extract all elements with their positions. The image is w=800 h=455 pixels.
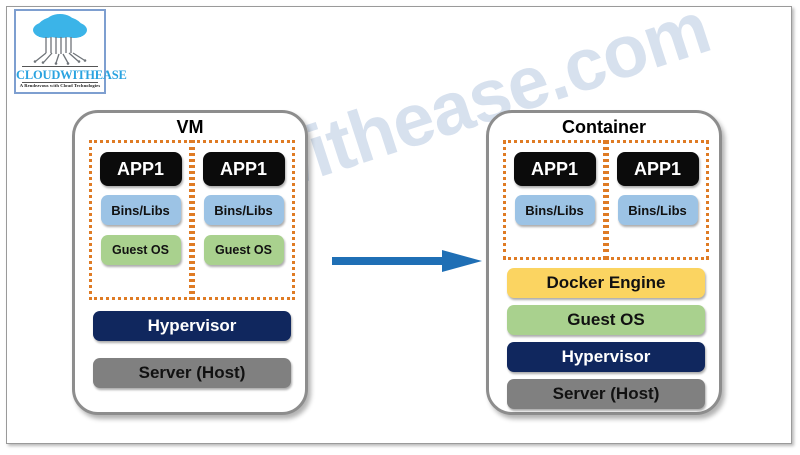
logo-divider-bottom — [22, 82, 98, 83]
container-group-1: APP1 Bins/Libs — [503, 140, 606, 260]
vm-guest-groups: APP1 Bins/Libs Guest OS APP1 Bins/Libs G… — [89, 140, 295, 300]
vm-app-block-1: APP1 — [99, 152, 182, 186]
container-group-2: APP1 Bins/Libs — [606, 140, 709, 260]
vm-bins-block-1: Bins/Libs — [100, 195, 181, 225]
vm-guestos-block-2: Guest OS — [203, 235, 284, 265]
vm-server-host-bar: Server (Host) — [93, 358, 291, 388]
cloud-tree-logo-icon — [33, 14, 87, 65]
vm-bins-block-2: Bins/Libs — [203, 195, 284, 225]
container-bins-block-1: Bins/Libs — [514, 195, 595, 225]
container-server-host-bar: Server (Host) — [507, 379, 705, 409]
vm-guest-group-2: APP1 Bins/Libs Guest OS — [192, 140, 295, 300]
brand-logo: CLOUDWITHEASE A Rendezvous with Cloud Te… — [14, 9, 127, 94]
logo-divider-top — [22, 66, 98, 67]
container-guestos-bar: Guest OS — [507, 305, 705, 335]
container-hypervisor-bar: Hypervisor — [507, 342, 705, 372]
container-groups: APP1 Bins/Libs APP1 Bins/Libs — [503, 140, 709, 260]
container-app-block-1: APP1 — [513, 152, 596, 186]
vm-hypervisor-bar: Hypervisor — [93, 311, 291, 341]
vm-panel-title: VM — [176, 117, 204, 137]
logo-brand-name: CLOUDWITHEASE — [16, 68, 127, 82]
vm-panel: VM APP1 Bins/Libs Guest OS APP1 Bins/Lib… — [72, 110, 308, 415]
container-bins-block-2: Bins/Libs — [617, 195, 698, 225]
vm-app-block-2: APP1 — [202, 152, 285, 186]
container-panel-title: Container — [561, 117, 646, 137]
vm-to-container-arrow-icon — [332, 250, 482, 272]
logo-tagline: A Rendezvous with Cloud Technologies — [19, 83, 101, 88]
container-panel: Container APP1 Bins/Libs APP1 Bins/Libs … — [486, 110, 722, 415]
container-docker-engine-bar: Docker Engine — [507, 268, 705, 298]
vm-guestos-block-1: Guest OS — [100, 235, 181, 265]
vm-guest-group-1: APP1 Bins/Libs Guest OS — [89, 140, 192, 300]
container-app-block-2: APP1 — [616, 152, 699, 186]
